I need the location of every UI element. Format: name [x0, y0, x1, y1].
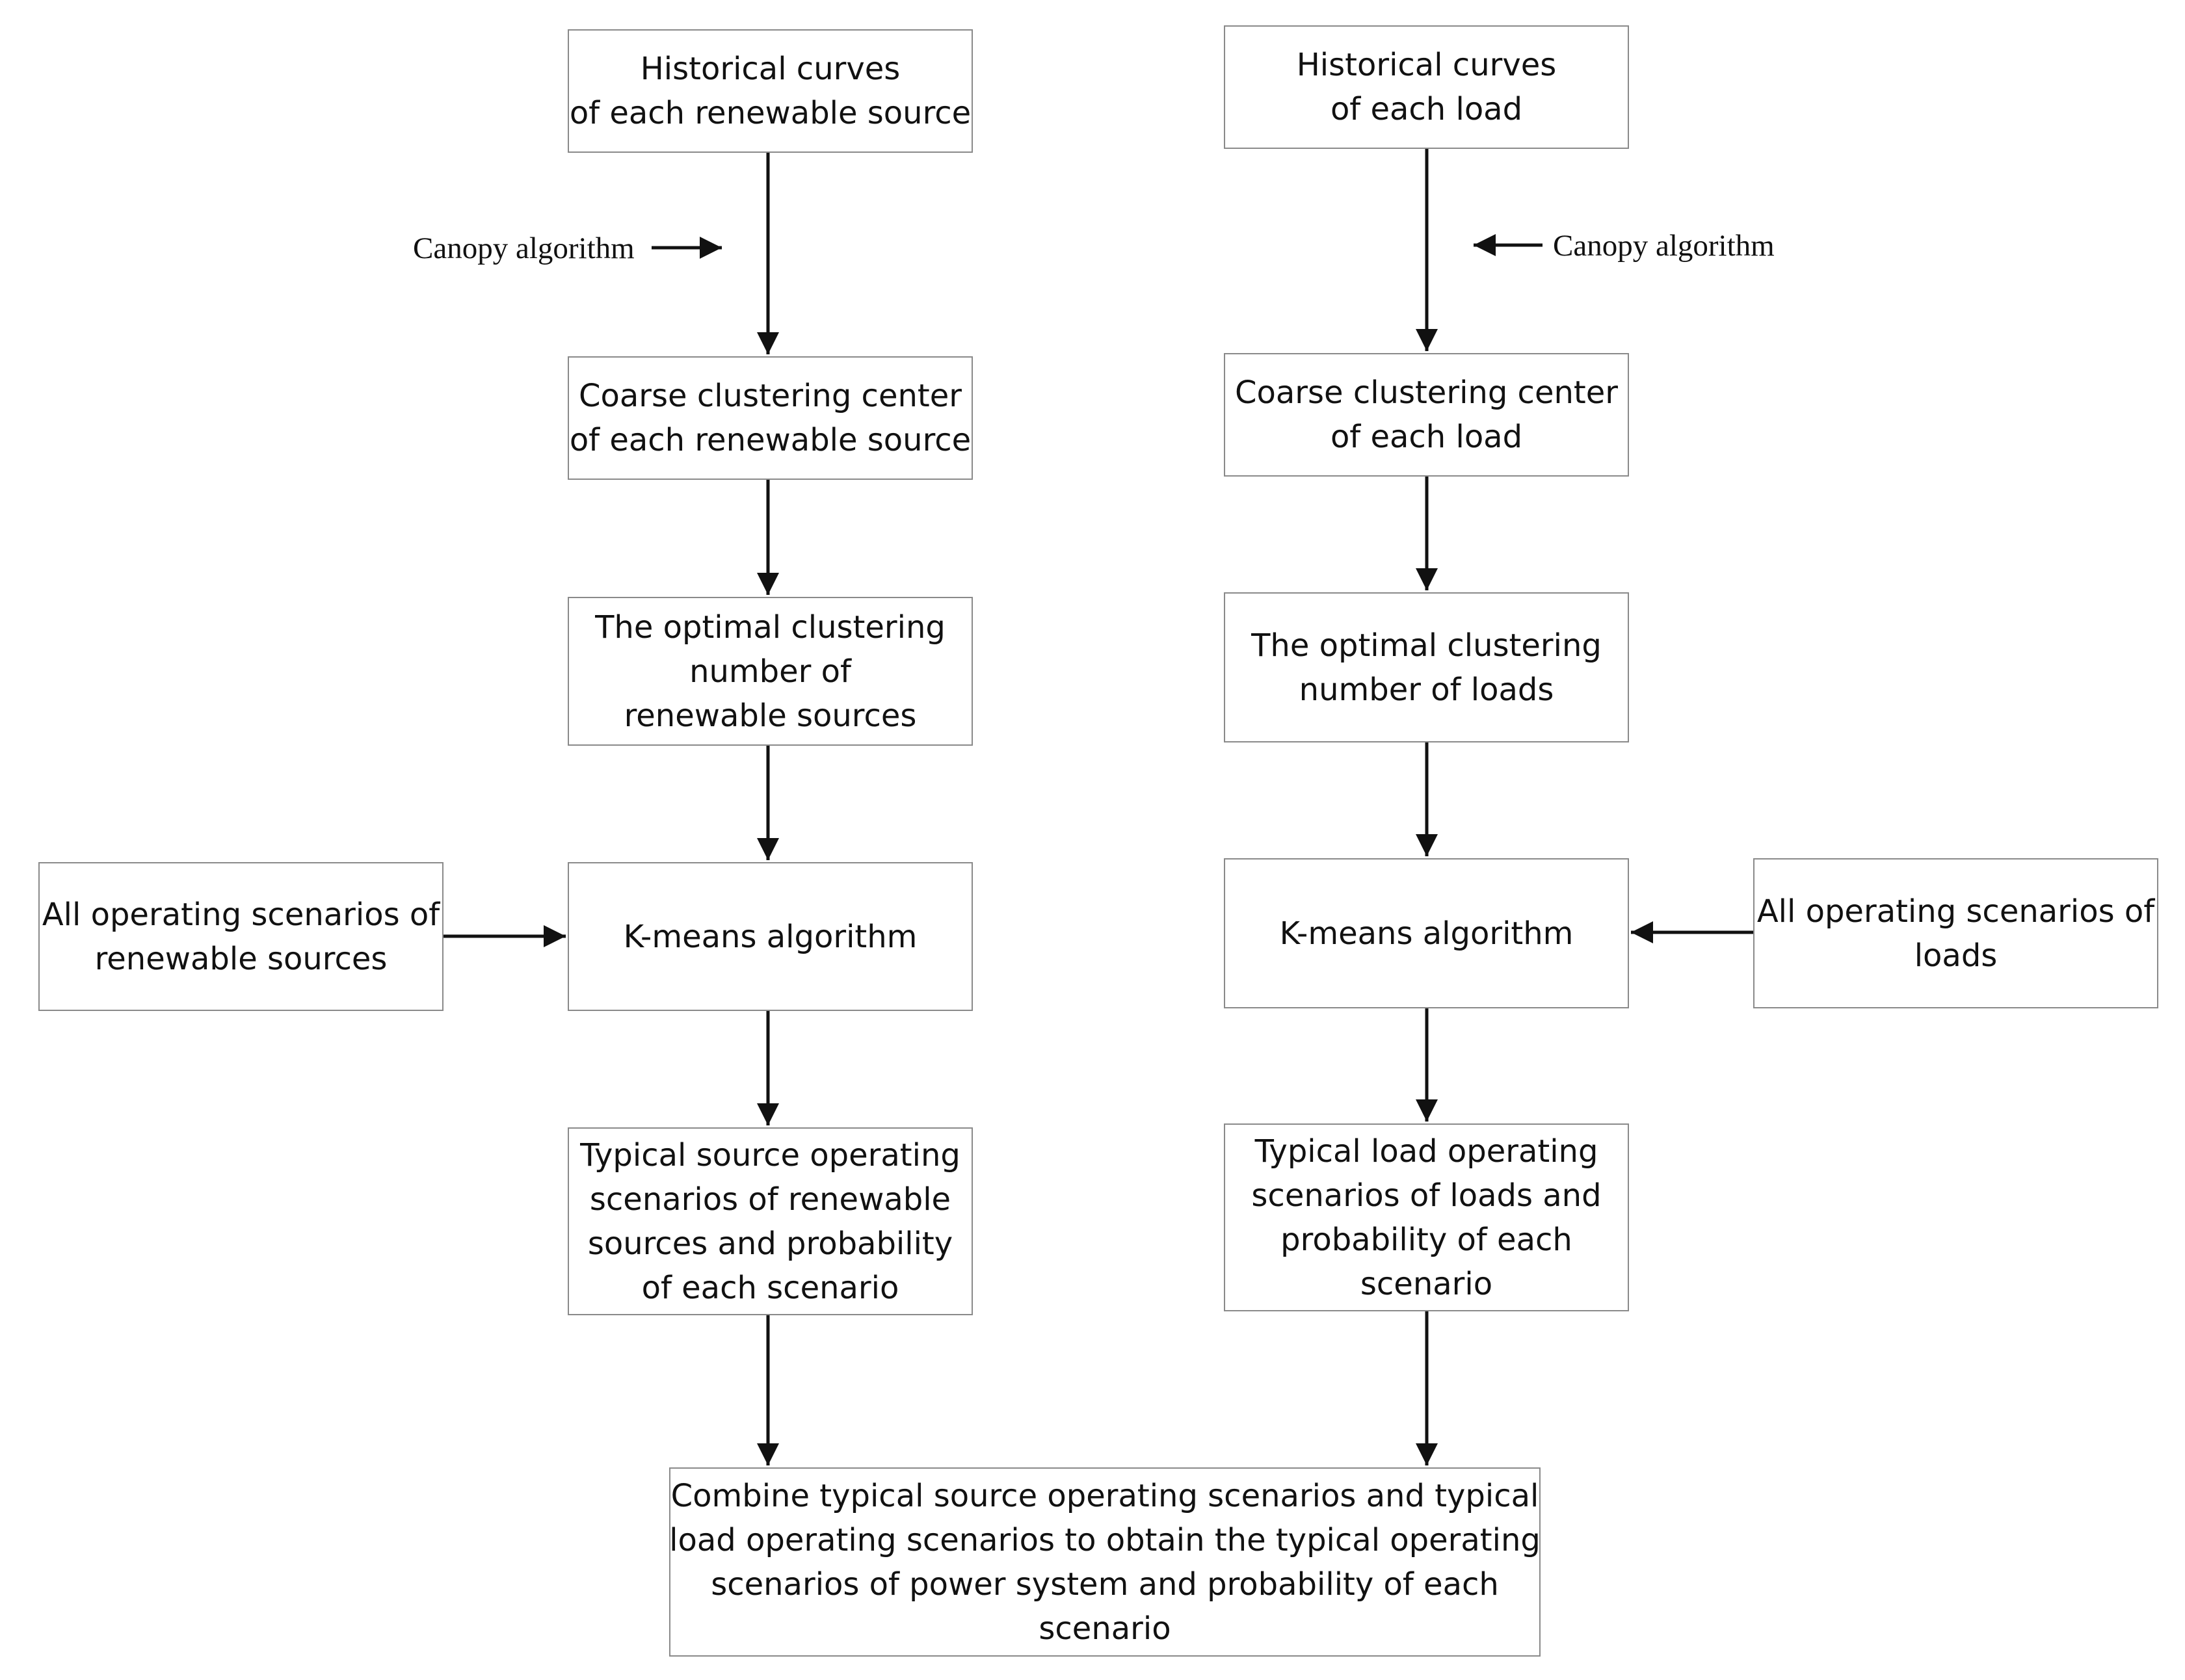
box-historical-curves-renewable: Historical curves of each renewable sourc…: [568, 29, 973, 153]
box-text-line: Typical source operating: [580, 1136, 960, 1174]
box-text-line: load operating scenarios to obtain the t…: [669, 1521, 1541, 1558]
box-text-line: scenarios of power system and probabilit…: [711, 1566, 1499, 1603]
box-text-line: Historical curves: [1296, 47, 1557, 83]
box-text-line: scenario: [1360, 1265, 1493, 1302]
box-typical-scenarios-renewable: Typical source operating scenarios of ren…: [568, 1127, 973, 1315]
box-text-line: loads: [1914, 937, 1998, 974]
box-text-line: Combine typical source operating scenari…: [670, 1477, 1539, 1514]
box-text-line: Coarse clustering center: [579, 378, 962, 414]
box-combine-scenarios: Combine typical source operating scenari…: [669, 1467, 1541, 1657]
box-optimal-number-renewable: The optimal clustering number of renewable…: [568, 597, 973, 746]
note-canopy-algorithm-left: Canopy algorithm: [413, 231, 635, 265]
box-text-line: K-means algorithm: [1279, 915, 1574, 952]
box-all-scenarios-load: All operating scenarios of loads: [1753, 858, 2158, 1008]
box-text-line: All operating scenarios of: [1756, 893, 2155, 930]
box-historical-curves-load: Historical curves of each load: [1224, 25, 1629, 149]
box-text-line: Historical curves: [640, 51, 901, 87]
box-text-line: of each load: [1330, 419, 1523, 455]
box-text-line: Typical load operating: [1254, 1133, 1598, 1170]
box-text-line: probability of each: [1280, 1221, 1572, 1258]
box-kmeans-renewable: K-means algorithm: [568, 862, 973, 1011]
box-text-line: number of: [689, 653, 851, 690]
box-optimal-number-load: The optimal clustering number of loads: [1224, 592, 1629, 742]
box-text-line: of each renewable source: [569, 422, 972, 458]
box-all-scenarios-renewable: All operating scenarios of renewable sour…: [38, 862, 444, 1011]
note-canopy-algorithm-right: Canopy algorithm: [1553, 229, 1775, 263]
box-text-line: scenarios of renewable: [589, 1181, 951, 1218]
box-text-line: All operating scenarios of: [42, 896, 440, 933]
box-kmeans-load: K-means algorithm: [1224, 858, 1629, 1008]
box-text-line: scenarios of loads and: [1251, 1177, 1602, 1214]
box-text-line: The optimal clustering: [1251, 627, 1602, 664]
box-text-line: sources and probability: [587, 1225, 953, 1262]
box-text-line: The optimal clustering: [595, 609, 946, 646]
box-text-line: K-means algorithm: [623, 918, 918, 955]
box-coarse-clustering-load: Coarse clustering center of each load: [1224, 353, 1629, 477]
box-text-line: of each renewable source: [569, 95, 972, 131]
box-text-line: renewable sources: [624, 697, 917, 734]
box-typical-scenarios-load: Typical load operating scenarios of loads…: [1224, 1123, 1629, 1311]
box-text-line: number of loads: [1299, 671, 1554, 708]
box-text-line: of each load: [1330, 91, 1523, 127]
box-text-line: scenario: [1039, 1610, 1171, 1647]
box-coarse-clustering-renewable: Coarse clustering center of each renewabl…: [568, 356, 973, 480]
box-text-line: renewable sources: [94, 940, 388, 977]
box-text-line: Coarse clustering center: [1235, 374, 1618, 411]
box-text-line: of each scenario: [641, 1269, 899, 1306]
